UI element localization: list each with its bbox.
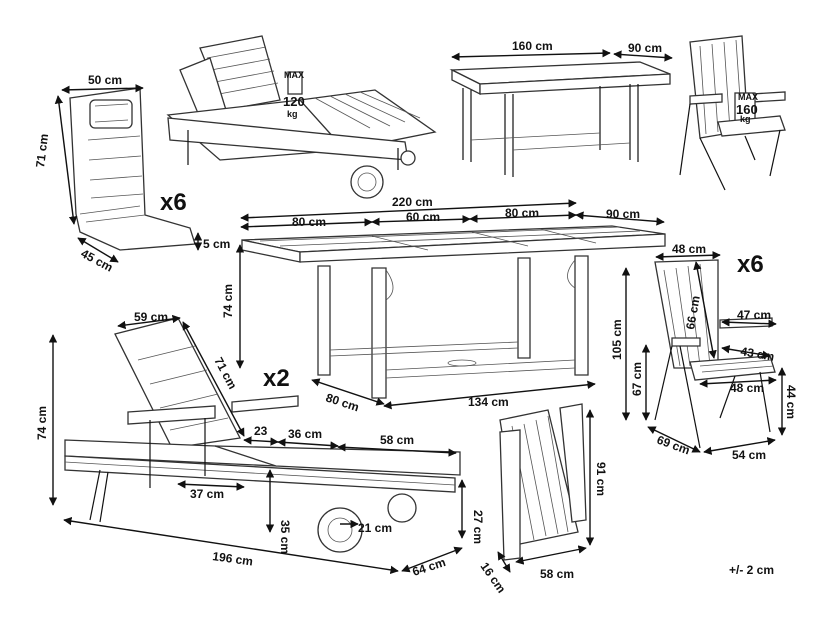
lounger-foot-height-label: 27 cm bbox=[471, 510, 485, 544]
chair-max-label: MAX bbox=[738, 92, 758, 102]
folded-chair-width-label: 58 cm bbox=[540, 567, 574, 581]
chair-seat-height-label: 67 cm bbox=[630, 362, 644, 396]
lounger-arm-offset-label: 37 cm bbox=[190, 487, 224, 501]
chair-seat-width-label: 48 cm bbox=[730, 381, 764, 395]
chair-total-height-label: 105 cm bbox=[610, 319, 624, 360]
lounger-seat-height-label: 35 cm bbox=[278, 520, 292, 554]
chair-arm-height-label: 44 cm bbox=[784, 385, 798, 419]
lounger-max-label: MAX bbox=[284, 70, 304, 80]
chair-qty-label: x6 bbox=[737, 251, 764, 278]
cushion-width-label: 50 cm bbox=[88, 73, 122, 87]
chair-depth-label: 69 cm bbox=[655, 433, 692, 458]
lounger-seg-a-label: 23 bbox=[254, 424, 268, 438]
lounger-width-label: 64 cm bbox=[411, 555, 448, 579]
table-leg-span-label: 134 cm bbox=[468, 395, 509, 409]
cushion-seat-label: 45 cm bbox=[79, 246, 116, 274]
lounger-drawing bbox=[48, 314, 467, 575]
lounger-seg-c-label: 58 cm bbox=[380, 433, 414, 447]
table-overview-length-label: 160 cm bbox=[512, 39, 553, 53]
chair-seat-depth-label: 43 cm bbox=[739, 344, 775, 364]
cushion-drawing bbox=[54, 83, 203, 263]
cushion-thickness-label: 5 cm bbox=[203, 237, 230, 251]
lounger-max-unit: kg bbox=[287, 109, 298, 119]
folded-chair-height-label: 91 cm bbox=[594, 462, 608, 496]
lounger-overview-drawing bbox=[166, 35, 437, 199]
chair-arm-width-label: 47 cm bbox=[737, 308, 771, 322]
table-width-label: 90 cm bbox=[606, 207, 640, 221]
lounger-seg-b-label: 36 cm bbox=[288, 427, 322, 441]
table-overview-width-label: 90 cm bbox=[628, 41, 662, 55]
folded-chair-depth-label: 16 cm bbox=[478, 560, 509, 596]
chair-drawing bbox=[621, 251, 787, 455]
chair-width-label: 54 cm bbox=[732, 448, 766, 462]
lounger-qty-label: x2 bbox=[263, 365, 290, 392]
lounger-height-label: 74 cm bbox=[35, 406, 49, 440]
lounger-wheel-label: 21 cm bbox=[358, 521, 392, 535]
lounger-max-value: 120 bbox=[283, 94, 305, 109]
table-height-label: 74 cm bbox=[221, 284, 235, 318]
table-section-right-label: 80 cm bbox=[505, 206, 539, 220]
tolerance-label: +/- 2 cm bbox=[729, 563, 774, 577]
lounger-back-length-label: 71 cm bbox=[211, 355, 239, 392]
chair-back-height-label: 66 cm bbox=[683, 295, 703, 331]
table-section-mid-label: 60 cm bbox=[406, 210, 440, 224]
folded-chair-drawing bbox=[497, 403, 595, 573]
chair-overview-drawing bbox=[679, 35, 786, 191]
chair-max-value: 160 bbox=[736, 102, 758, 117]
table-total-length-label: 220 cm bbox=[392, 195, 433, 209]
table-overview-drawing bbox=[449, 48, 673, 177]
cushion-qty-label: x6 bbox=[160, 189, 187, 216]
table-drawing bbox=[235, 199, 666, 410]
lounger-length-label: 196 cm bbox=[212, 549, 254, 569]
lounger-back-width-label: 59 cm bbox=[134, 310, 168, 324]
chair-max-unit: kg bbox=[740, 114, 751, 124]
table-section-left-label: 80 cm bbox=[292, 215, 326, 229]
chair-back-width-label: 48 cm bbox=[672, 242, 706, 256]
cushion-length-label: 71 cm bbox=[33, 133, 51, 168]
